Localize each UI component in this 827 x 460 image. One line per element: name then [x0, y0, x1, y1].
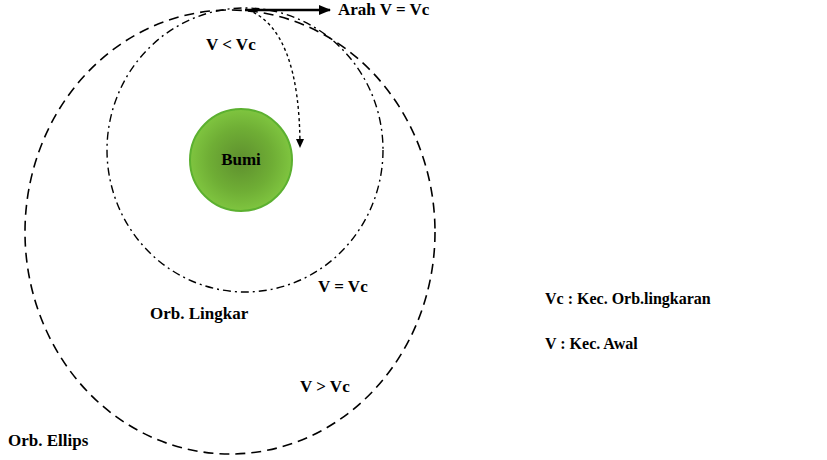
velocity-label: V = Vc: [318, 278, 368, 297]
circular-orbit: [107, 8, 383, 292]
velocity-label: Arah V = Vc: [338, 1, 429, 20]
velocity-label: V > Vc: [300, 378, 350, 397]
elliptical-orbit: [25, 10, 435, 454]
node-label: Bumi: [221, 150, 261, 170]
key-text: Vc : Kec. Orb.lingkaran: [545, 290, 711, 308]
orbit-label: Orb. Ellips: [8, 432, 88, 451]
velocity-arrow: [245, 9, 330, 12]
orbit-label: Orb. Lingkar: [150, 305, 248, 324]
velocity-label: V < Vc: [206, 36, 256, 55]
key-text: V : Kec. Awal: [545, 335, 638, 353]
earth-circle: Bumi: [189, 108, 293, 212]
